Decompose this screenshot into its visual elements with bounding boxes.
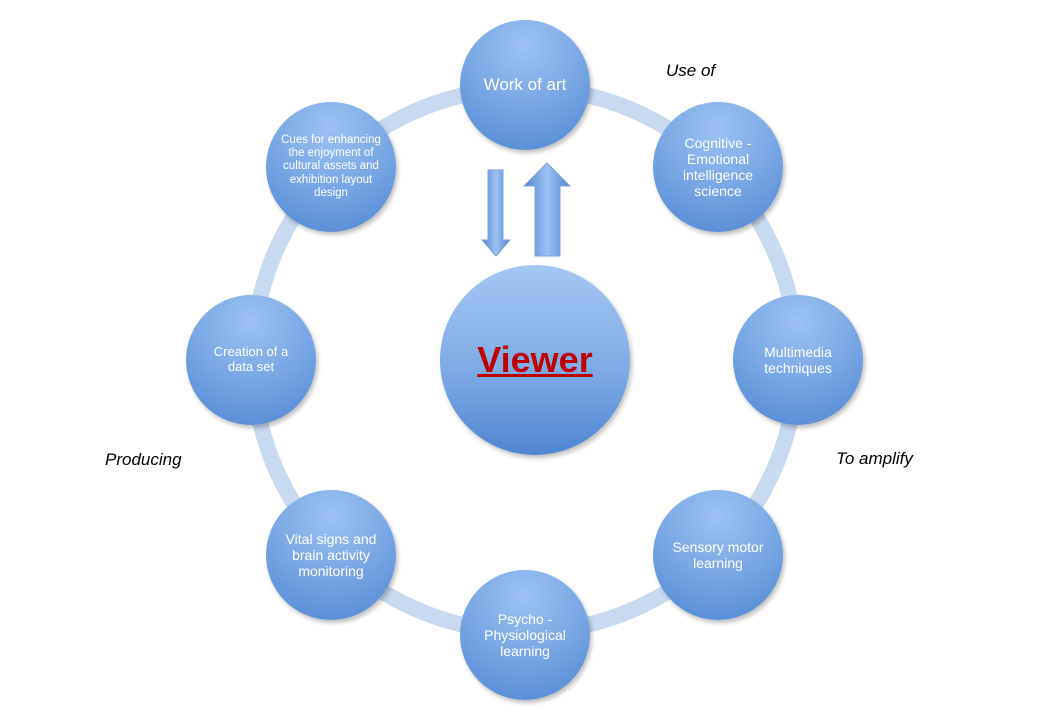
node-cognitive: Cognitive - Emotional intelligence scien… — [653, 102, 783, 232]
node-label: Cues for enhancing the enjoyment of cult… — [281, 133, 381, 199]
node-multimedia: Multimedia techniques — [733, 295, 863, 425]
arrow-down-icon — [480, 169, 512, 257]
label-use-of: Use of — [666, 61, 716, 80]
node-work-of-art: Work of art — [460, 20, 590, 150]
node-label: Sensory motor learning — [672, 538, 764, 571]
node-creation: Creation of a data set — [186, 295, 316, 425]
label-to-amplify: To amplify — [836, 449, 913, 468]
node-label: Psycho - Physiological learning — [484, 610, 566, 660]
node-cues: Cues for enhancing the enjoyment of cult… — [266, 102, 396, 232]
node-sensory: Sensory motor learning — [653, 490, 783, 620]
viewer-label: Viewer — [477, 339, 593, 380]
node-psycho: Psycho - Physiological learning — [460, 570, 590, 700]
arrow-up-icon — [522, 162, 572, 257]
node-label: Vital signs and brain activity monitorin… — [285, 530, 377, 580]
label-producing: Producing — [105, 450, 182, 469]
center-viewer: Viewer — [440, 265, 630, 455]
node-label: Creation of a data set — [213, 344, 289, 374]
node-label: Work of art — [483, 75, 567, 95]
node-label: Cognitive - Emotional intelligence scien… — [682, 134, 754, 200]
node-vital: Vital signs and brain activity monitorin… — [266, 490, 396, 620]
node-label: Multimedia techniques — [764, 343, 832, 376]
